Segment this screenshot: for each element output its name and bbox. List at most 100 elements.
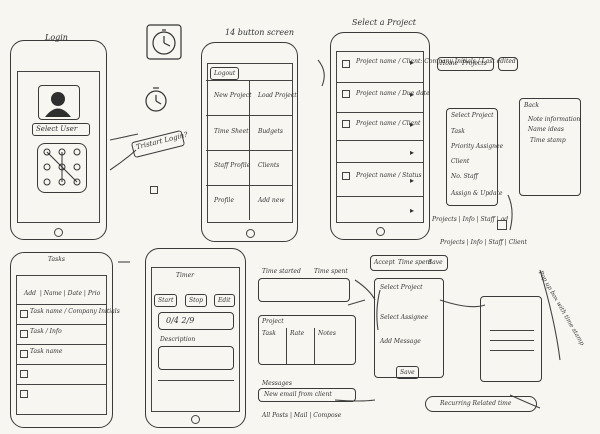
timer-header: Timer	[176, 272, 195, 279]
select-project-phone	[330, 32, 430, 240]
bottom-tabs[interactable]: Projects | Info | Staff | Client	[440, 239, 527, 246]
start-button[interactable]: Start	[154, 294, 178, 307]
home-button-icon[interactable]	[246, 229, 255, 238]
task-checkbox[interactable]	[20, 330, 28, 338]
date-display	[158, 312, 234, 330]
accept-tab[interactable]: Accept	[374, 259, 395, 266]
note-line: Time stamp	[530, 137, 566, 144]
form-label[interactable]: Select Assignee	[380, 314, 429, 321]
task-checkbox[interactable]	[20, 310, 28, 318]
checkbox[interactable]	[150, 186, 158, 194]
task-checkbox[interactable]	[20, 350, 28, 358]
messages-label: Messages	[262, 380, 292, 387]
time-card	[258, 278, 350, 302]
new-email-row[interactable]	[258, 388, 356, 402]
task-row[interactable]: Task / Info	[30, 328, 62, 335]
tab-home[interactable]: Home	[440, 60, 459, 67]
home-button-icon[interactable]	[54, 228, 63, 237]
recurring-bar[interactable]	[425, 396, 537, 412]
tile-clients[interactable]: Clients	[258, 162, 280, 169]
mail-tabs[interactable]: All Posts | Mail | Compose	[262, 412, 342, 419]
grid-label: Notes	[318, 330, 336, 337]
task-checkbox[interactable]	[20, 370, 28, 378]
tile-staff-profile[interactable]: Staff Profile	[214, 162, 251, 169]
note-back[interactable]: Back	[524, 102, 539, 109]
project-list-screen	[336, 51, 424, 223]
tile-time-sheet[interactable]: Time Sheet	[214, 128, 249, 135]
login-screen	[17, 71, 100, 223]
task-checkbox[interactable]	[20, 390, 28, 398]
avatar	[38, 85, 80, 120]
chevron-right-icon[interactable]: ▸	[410, 120, 415, 129]
project-checkbox[interactable]	[342, 60, 350, 68]
home-screen	[207, 63, 293, 223]
tile-add-new[interactable]: Add new	[258, 197, 285, 204]
chevron-right-icon[interactable]: ▸	[410, 90, 415, 99]
timer-phone	[145, 248, 246, 428]
note-line: Name ideas	[528, 126, 564, 133]
login-phone	[10, 40, 107, 240]
tile-load-project[interactable]: Load Project	[258, 92, 297, 99]
chevron-right-icon[interactable]: ▸	[410, 58, 415, 67]
task-row[interactable]: Task name	[30, 348, 63, 355]
tab-bar	[437, 57, 494, 71]
tasks-title: Tasks	[48, 256, 65, 263]
home-phone	[201, 42, 298, 242]
note-line: Note information	[528, 116, 581, 123]
form-label[interactable]: Select Project	[380, 284, 423, 291]
project-checkbox[interactable]	[342, 120, 350, 128]
project-task-grid	[258, 315, 356, 365]
project-row[interactable]: Project name / Status	[356, 172, 422, 179]
project-checkbox[interactable]	[342, 172, 350, 180]
grid-label: Task	[262, 330, 276, 337]
edit-button[interactable]: Edit	[214, 294, 235, 307]
detail-line[interactable]: No. Staff	[451, 173, 478, 180]
select-user-button[interactable]: Select User	[32, 123, 90, 136]
project-checkbox[interactable]	[342, 90, 350, 98]
assign-form	[374, 278, 444, 378]
detail-line[interactable]: Client	[451, 158, 470, 165]
save-button[interactable]: Save	[396, 366, 419, 379]
detail-line[interactable]: Priority Assignee	[451, 143, 504, 150]
note-card	[519, 98, 581, 196]
chevron-right-icon[interactable]: ▸	[410, 176, 415, 185]
detail-line[interactable]: Select Project	[451, 112, 494, 119]
grid-label: Project	[262, 318, 284, 325]
project-row[interactable]: Project name / Due date	[356, 90, 430, 97]
add-icon[interactable]	[497, 220, 507, 230]
chevron-right-icon[interactable]: ▸	[410, 148, 415, 157]
form-label[interactable]: Add Message	[380, 338, 421, 345]
task-list-screen	[16, 275, 107, 415]
project-row[interactable]: Project name / Client: Company Initials …	[356, 58, 516, 65]
time-spent-tab[interactable]: Time spent	[398, 259, 432, 266]
grid-label: Rate	[290, 330, 305, 337]
chevron-right-icon[interactable]: ▸	[410, 206, 415, 215]
logout-button[interactable]: Logout	[210, 67, 240, 80]
stop-button[interactable]: Stop	[185, 294, 207, 307]
tile-budgets[interactable]: Budgets	[258, 128, 283, 135]
tile-new-project[interactable]: New Project	[214, 92, 252, 99]
task-row[interactable]: Task name / Company Initials	[30, 308, 120, 315]
home-button-icon[interactable]	[191, 415, 200, 424]
project-row[interactable]: Project name / Client	[356, 120, 421, 127]
description-label: Description	[160, 336, 196, 343]
detail-line[interactable]: Task	[451, 128, 465, 135]
time-spent-label: Time spent	[314, 268, 348, 275]
recurring-text: Recurring Related time	[440, 400, 512, 407]
save-tab[interactable]: Save	[428, 259, 443, 266]
description-field[interactable]	[158, 346, 234, 370]
tab-info[interactable]	[498, 57, 518, 71]
select-project-title: Select a Project	[352, 18, 416, 27]
message-popup	[480, 296, 542, 382]
detail-line[interactable]: Assign & Update	[451, 190, 503, 197]
bottom-tabs[interactable]: Projects | Info | Staff | ad	[432, 216, 509, 223]
home-button-icon[interactable]	[376, 227, 385, 236]
task-list-phone	[10, 252, 113, 428]
time-started-label: Time started	[262, 268, 301, 275]
task-header: Add | Name | Date | Prio	[24, 290, 101, 297]
tile-profile[interactable]: Profile	[214, 197, 234, 204]
tab-projects[interactable]: Projects	[462, 60, 487, 67]
project-detail-card	[446, 108, 498, 206]
pin-pad[interactable]	[37, 143, 87, 193]
